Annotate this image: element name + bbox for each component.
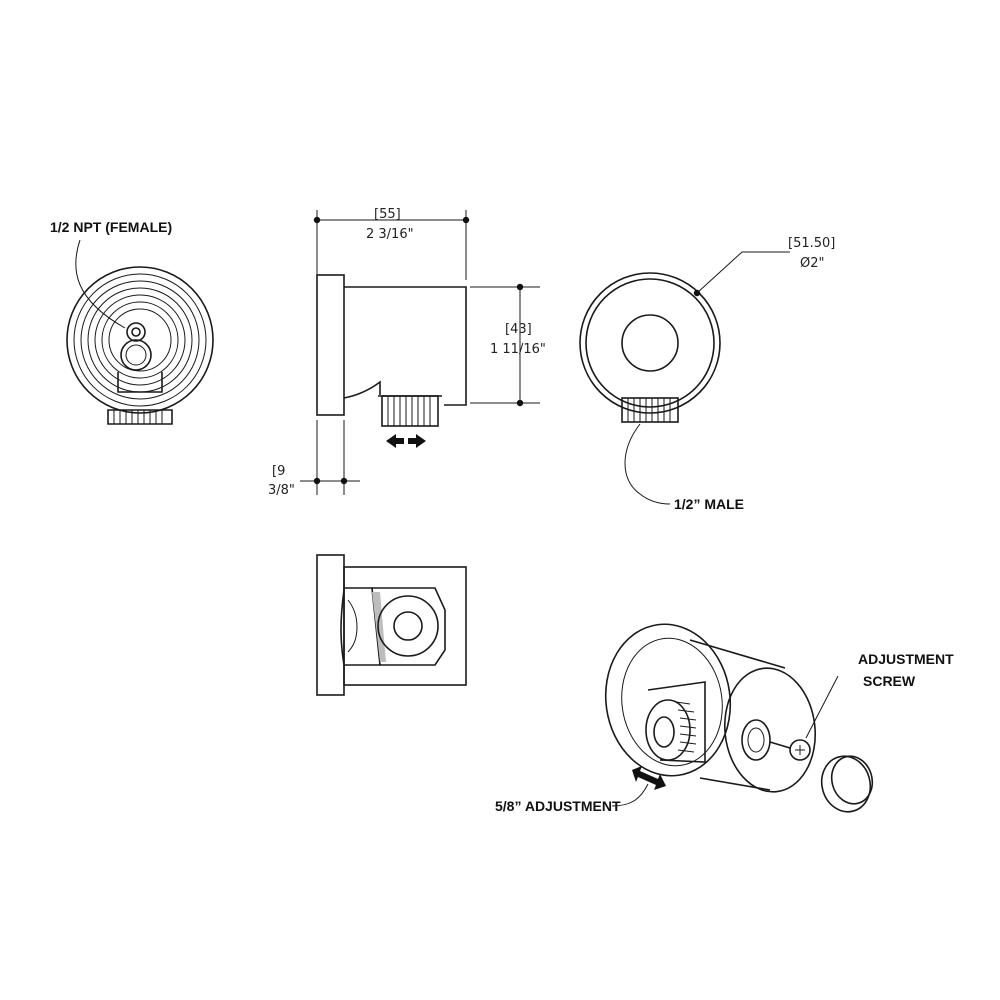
label-male: 1/2” MALE <box>674 496 744 512</box>
dim-diameter-mm: [51.50] <box>788 236 835 251</box>
dim-flange-in: 3/8" <box>268 483 295 498</box>
dim-diameter-in: Ø2" <box>800 256 824 271</box>
dim-height-in: 1 11/16" <box>490 342 546 357</box>
label-adjustment-range: 5/8” ADJUSTMENT <box>495 798 621 814</box>
dim-width-in: 2 3/16" <box>366 227 414 242</box>
label-npt-female: 1/2 NPT (FEMALE) <box>50 219 172 235</box>
dim-height-mm: [43] <box>505 322 532 337</box>
dim-width-mm: [55] <box>374 207 401 222</box>
bottom-view <box>316 554 467 696</box>
front-view <box>579 251 790 505</box>
side-view <box>300 210 540 495</box>
isometric-view <box>604 623 874 813</box>
back-view <box>66 239 214 425</box>
label-adjustment-screw-line2: SCREW <box>863 673 916 689</box>
dim-flange-mm: [9 <box>272 464 285 479</box>
label-adjustment-screw-line1: ADJUSTMENT <box>858 651 954 667</box>
